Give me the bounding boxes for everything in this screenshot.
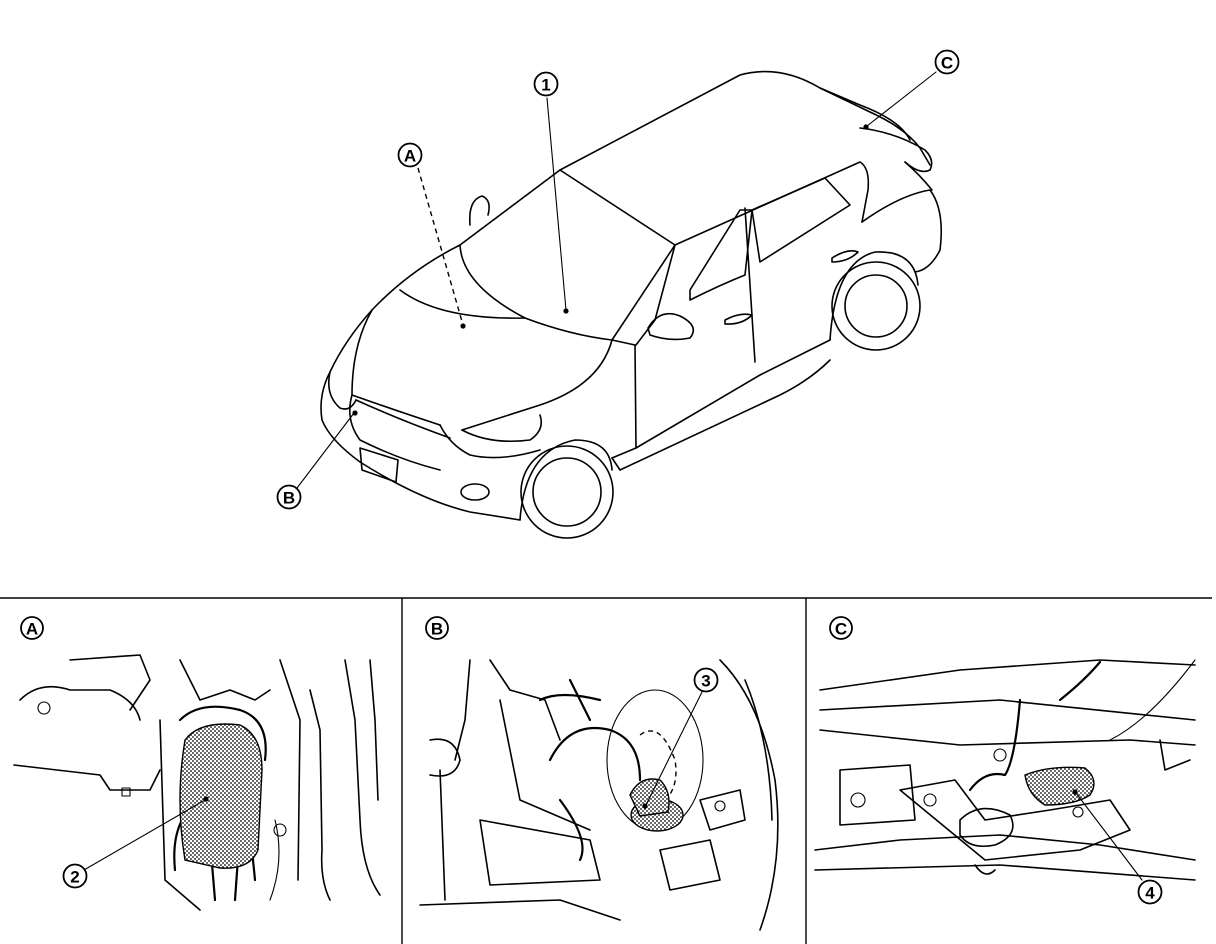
callout-1-label: 1 bbox=[541, 76, 550, 95]
callout-2-label: 2 bbox=[70, 868, 79, 887]
detail-panel-a: A 2 bbox=[13, 616, 381, 911]
leader-b bbox=[296, 412, 355, 489]
detail-panels-frame bbox=[0, 597, 1212, 944]
panel-a-letter: A bbox=[26, 620, 38, 639]
callout-c: C bbox=[934, 49, 960, 75]
callout-a-label: A bbox=[404, 147, 416, 166]
leader-1 bbox=[546, 97, 567, 311]
callout-1: 1 bbox=[533, 71, 559, 97]
leader-a bbox=[417, 167, 464, 326]
callout-b-label: B bbox=[283, 489, 295, 508]
callout-a: A bbox=[397, 142, 423, 168]
callout-3-label: 3 bbox=[701, 672, 710, 691]
callout-b: B bbox=[276, 484, 302, 510]
detail-panel-b: B 3 bbox=[419, 616, 779, 931]
callout-4-label: 4 bbox=[1145, 884, 1155, 903]
callout-c-label: C bbox=[941, 54, 953, 73]
leader-c bbox=[866, 71, 937, 127]
panel-b-letter: B bbox=[431, 620, 443, 639]
detail-panel-c: C 4 bbox=[814, 616, 1196, 905]
vehicle-overview bbox=[320, 70, 943, 539]
panel-c-letter: C bbox=[835, 620, 847, 639]
